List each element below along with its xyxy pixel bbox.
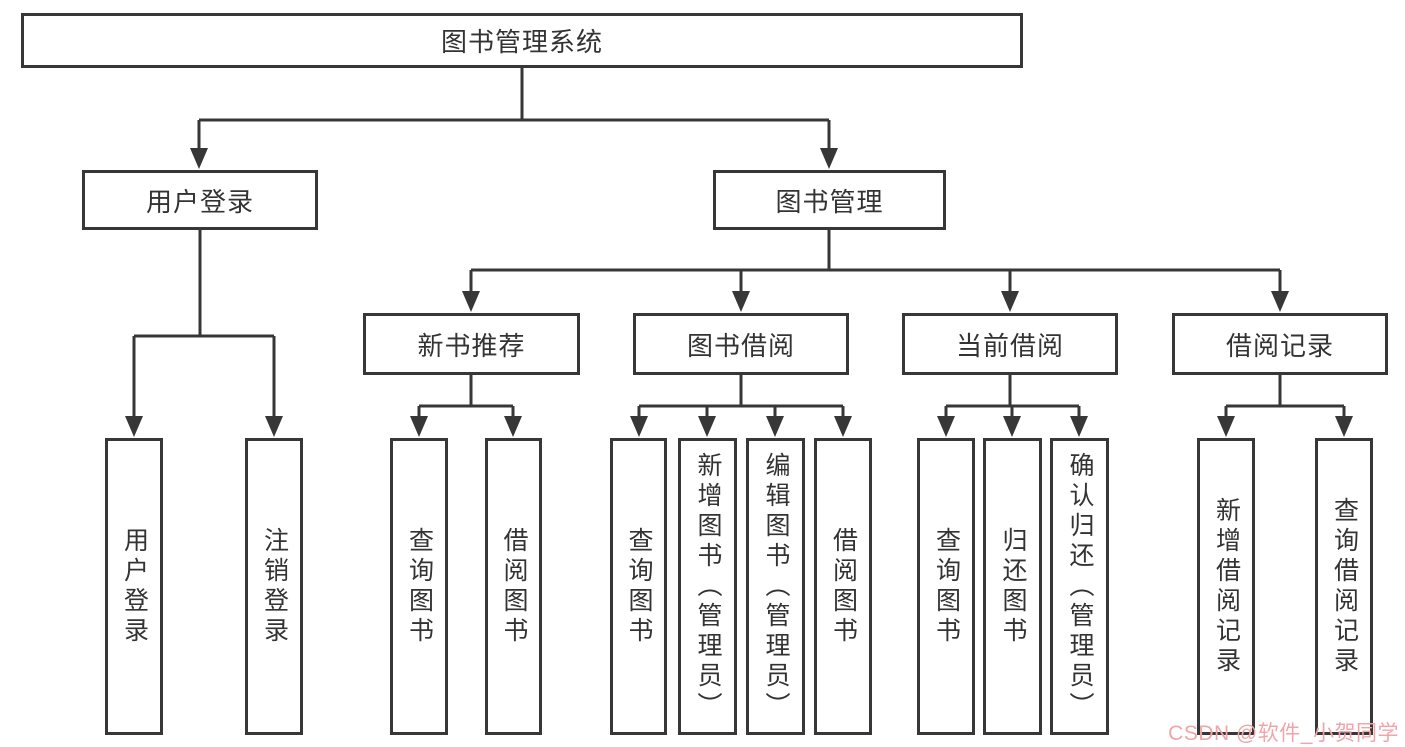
arrow-down-icon — [1003, 416, 1021, 437]
node-label: 图书借阅 — [686, 330, 795, 361]
arrow-down-icon — [834, 416, 852, 437]
node-book-management-system: 图书管理系统 — [21, 13, 1023, 68]
node-user-login: 用户登录 — [82, 170, 318, 230]
arrow-down-icon — [698, 416, 716, 437]
arrow-down-icon — [1217, 416, 1235, 437]
node-add-books-admin: 新增图书（管理员） — [678, 438, 737, 735]
node-label: 当前借阅 — [955, 330, 1064, 361]
borrow-records-split-line — [1224, 375, 1346, 428]
node-label: 查询图书 — [625, 526, 653, 647]
node-query-books-2: 查询图书 — [610, 438, 667, 735]
arrow-down-icon — [1070, 416, 1088, 437]
new-book-split-line — [417, 375, 515, 428]
arrow-down-icon — [937, 416, 955, 437]
arrow-down-icon — [732, 291, 750, 312]
arrow-down-icon — [1271, 291, 1289, 312]
arrow-down-icon — [1335, 416, 1353, 437]
node-current-borrowing: 当前借阅 — [902, 313, 1118, 375]
arrow-down-icon — [190, 148, 208, 169]
arrow-down-icon — [125, 416, 143, 437]
arrow-down-icon — [265, 416, 283, 437]
arrow-down-icon — [1001, 291, 1019, 312]
arrow-down-icon — [462, 291, 480, 312]
node-confirm-return-admin: 确认归还（管理员） — [1050, 438, 1109, 735]
node-label: 用户登录 — [145, 186, 254, 217]
node-label: 图书管理 — [775, 186, 884, 217]
node-label: 注销登录 — [260, 526, 289, 647]
node-borrow-books-2: 借阅图书 — [814, 438, 872, 735]
node-label: 用户登录 — [120, 526, 149, 647]
node-query-borrow-record: 查询借阅记录 — [1315, 438, 1373, 735]
arrow-down-icon — [630, 416, 648, 437]
node-borrow-books-1: 借阅图书 — [485, 438, 542, 735]
node-label: 借阅图书 — [500, 526, 528, 647]
arrow-down-icon — [504, 416, 522, 437]
book-mgmt-split-line — [469, 230, 1282, 303]
user-login-split-line — [132, 230, 276, 428]
node-add-borrow-record: 新增借阅记录 — [1197, 438, 1255, 735]
node-label: 新增图书（管理员） — [694, 451, 722, 722]
arrow-down-icon — [820, 148, 838, 169]
book-borrow-split-line — [637, 375, 845, 428]
node-label: 图书管理系统 — [440, 27, 603, 57]
node-book-management: 图书管理 — [713, 170, 946, 230]
node-book-borrowing: 图书借阅 — [633, 313, 849, 375]
node-query-books-1: 查询图书 — [390, 438, 448, 735]
connector-lines — [132, 68, 1346, 428]
node-label: 查询借阅记录 — [1330, 496, 1359, 677]
node-label: 归还图书 — [999, 526, 1027, 647]
node-user-login-leaf: 用户登录 — [105, 438, 163, 735]
node-borrowing-records: 借阅记录 — [1172, 313, 1388, 375]
node-label: 查询图书 — [932, 526, 961, 647]
node-return-books: 归还图书 — [983, 438, 1042, 735]
root-split-line — [197, 68, 831, 160]
node-new-book-recommend: 新书推荐 — [363, 313, 580, 375]
node-label: 新书推荐 — [417, 330, 526, 361]
arrowheads — [125, 148, 1353, 437]
node-logout: 注销登录 — [245, 438, 303, 735]
node-label: 借阅图书 — [829, 526, 858, 647]
node-edit-books-admin: 编辑图书（管理员） — [746, 438, 805, 735]
node-label: 新增借阅记录 — [1212, 496, 1241, 677]
node-query-books-3: 查询图书 — [917, 438, 975, 735]
node-label: 借阅记录 — [1225, 330, 1334, 361]
node-label: 编辑图书（管理员） — [762, 451, 790, 722]
node-label: 确认归还（管理员） — [1066, 451, 1094, 722]
csdn-watermark: CSDN @软件_小贺同学 — [1168, 722, 1399, 745]
arrow-down-icon — [766, 416, 784, 437]
arrow-down-icon — [410, 416, 428, 437]
node-label: 查询图书 — [405, 526, 434, 647]
